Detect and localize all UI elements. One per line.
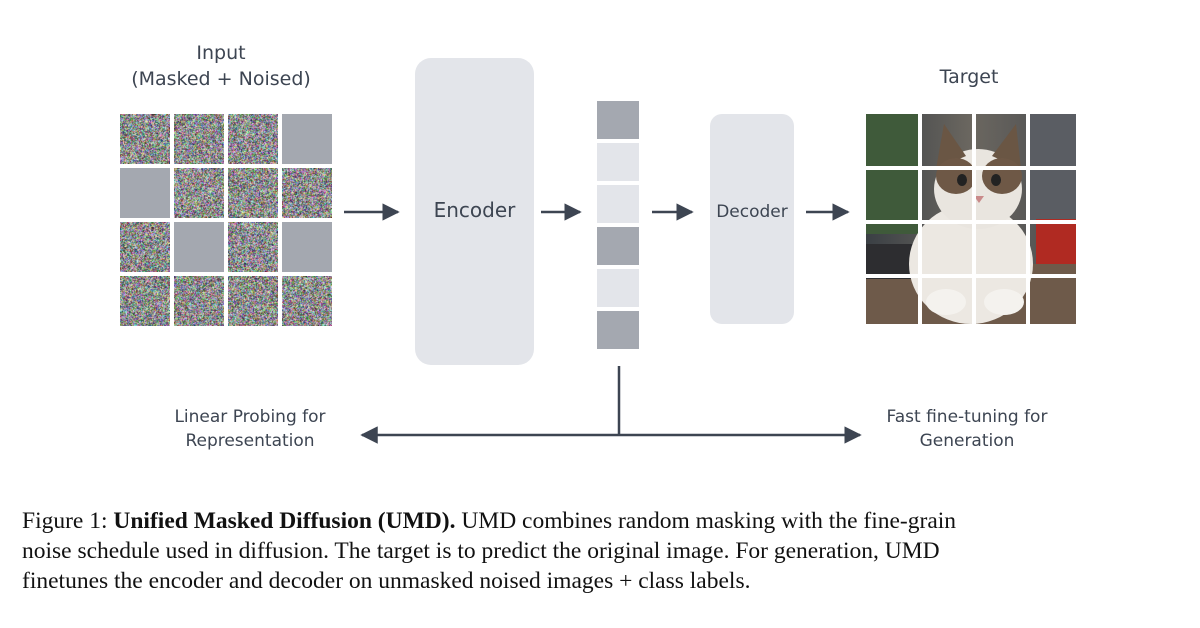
finetuning-label-line1: Fast fine-tuning for bbox=[886, 407, 1048, 427]
noised-patch bbox=[282, 276, 332, 326]
latent-token-visible bbox=[597, 185, 639, 223]
latent-token-visible bbox=[597, 269, 639, 307]
noised-patch bbox=[120, 114, 170, 164]
probing-label: Linear Probing for Representation bbox=[140, 405, 360, 453]
latent-token-masked bbox=[597, 227, 639, 265]
latent-token-visible bbox=[597, 143, 639, 181]
caption-bold-title: Unified Masked Diffusion (UMD). bbox=[113, 508, 456, 534]
noised-patch bbox=[174, 168, 224, 218]
decoder-block: Decoder bbox=[710, 114, 794, 324]
target-title: Target bbox=[939, 66, 999, 88]
figure-caption: Figure 1: Unified Masked Diffusion (UMD)… bbox=[22, 506, 1192, 596]
noised-patch bbox=[120, 222, 170, 272]
encoder-label: Encoder bbox=[433, 198, 516, 222]
noised-patch bbox=[174, 276, 224, 326]
masked-patch bbox=[174, 222, 224, 272]
decoder-label: Decoder bbox=[716, 202, 788, 222]
masked-patch bbox=[282, 114, 332, 164]
input-title-line1: Input bbox=[196, 42, 246, 64]
input-patch-grid bbox=[120, 114, 332, 326]
finetuning-label: Fast fine-tuning for Generation bbox=[860, 405, 1074, 453]
caption-line2: noise schedule used in diffusion. The ta… bbox=[22, 538, 940, 564]
probing-label-line1: Linear Probing for bbox=[174, 407, 326, 427]
latent-token-masked bbox=[597, 311, 639, 349]
noised-patch bbox=[228, 168, 278, 218]
noised-patch bbox=[228, 276, 278, 326]
masked-patch bbox=[282, 222, 332, 272]
encoder-block: Encoder bbox=[415, 58, 534, 365]
noised-patch bbox=[174, 114, 224, 164]
noised-patch bbox=[120, 276, 170, 326]
caption-prefix: Figure 1: bbox=[22, 508, 114, 534]
input-title: Input (Masked + Noised) bbox=[100, 40, 342, 92]
caption-line1-rest: UMD combines random masking with the fin… bbox=[455, 508, 957, 534]
target-image-grid bbox=[866, 114, 1078, 326]
noised-patch bbox=[228, 222, 278, 272]
probing-label-line2: Representation bbox=[185, 431, 315, 451]
latent-token-masked bbox=[597, 101, 639, 139]
caption-line3: finetunes the encoder and decoder on unm… bbox=[22, 568, 751, 594]
noised-patch bbox=[228, 114, 278, 164]
finetuning-label-line2: Generation bbox=[919, 431, 1015, 451]
target-grid-lines bbox=[866, 114, 1076, 324]
masked-patch bbox=[120, 168, 170, 218]
noised-patch bbox=[282, 168, 332, 218]
input-title-line2: (Masked + Noised) bbox=[131, 68, 311, 90]
